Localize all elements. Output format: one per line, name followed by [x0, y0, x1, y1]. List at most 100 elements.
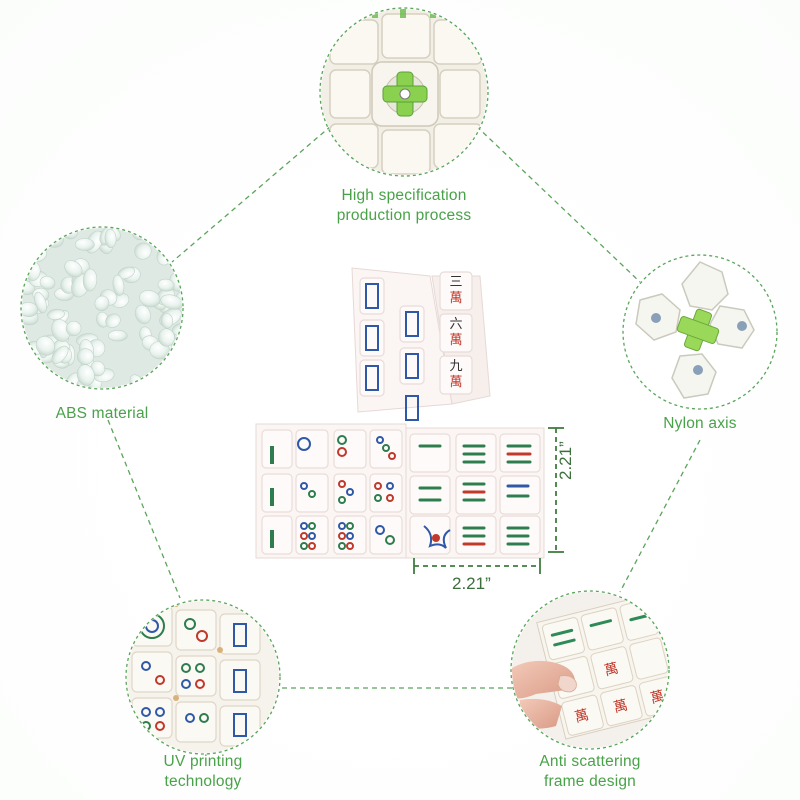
pellet: [51, 345, 69, 364]
pellet: [104, 228, 117, 248]
dot-mark: [346, 542, 354, 550]
abs-pellets-photo: [22, 228, 182, 388]
mahjong-char-5: 九: [449, 359, 462, 374]
tile: [261, 429, 293, 469]
feature-label-frame-line2: frame design: [543, 773, 636, 790]
mahjong-char-1: 三: [449, 275, 462, 290]
uv-printed-cube-photo: [127, 601, 279, 753]
svg-text:萬: 萬: [573, 707, 590, 726]
pellet: [47, 308, 65, 320]
tile: [295, 429, 329, 469]
hand-cube-photo: 萬萬萬 萬: [512, 592, 668, 748]
mahjong-char-2: 萬: [449, 291, 462, 306]
pellet: [112, 274, 125, 296]
pellet: [22, 301, 39, 318]
dot-mark: [375, 525, 385, 535]
pellet: [76, 348, 94, 365]
feature-label-frame-line1: Anti scattering: [539, 753, 641, 770]
dot-mark: [338, 496, 346, 504]
pellet: [64, 260, 83, 278]
feature-label-abs: ABS material: [22, 404, 182, 424]
tile: [409, 475, 451, 515]
pellet: [39, 275, 56, 290]
dot-mark: [300, 522, 308, 530]
tile: [333, 473, 367, 513]
tile: [455, 475, 497, 515]
pellet: [166, 237, 182, 251]
feature-label-uv-line2: technology: [164, 773, 242, 790]
dot-mark: [338, 532, 346, 540]
bamboo-mark: [270, 446, 274, 464]
pellet: [29, 234, 46, 248]
dot-mark: [374, 494, 382, 502]
feature-label-production-line2: production process: [336, 207, 472, 224]
pellet: [105, 313, 121, 328]
dot-mark: [346, 522, 354, 530]
mahjong-cubes-illustration: 三 萬 六 萬 九 萬: [255, 267, 545, 559]
svg-text:萬: 萬: [612, 697, 629, 716]
pellet: [108, 330, 128, 342]
dot-mark: [338, 480, 346, 488]
right-photo-ring: [622, 254, 778, 410]
pellet: [134, 242, 152, 260]
top-rotated-cube: 三 萬 六 萬 九 萬: [351, 267, 491, 421]
dot-mark: [385, 535, 395, 545]
tile: [369, 515, 403, 555]
pellet: [161, 313, 174, 329]
tile: [295, 515, 329, 555]
top-photo-ring: [319, 7, 489, 177]
pellet: [76, 364, 95, 386]
pellet: [30, 228, 47, 247]
feature-label-uv: UV printing technology: [128, 752, 278, 792]
mahjong-char-3: 六: [449, 317, 462, 332]
dot-mark: [374, 482, 382, 490]
dot-mark: [300, 542, 308, 550]
feature-label-nylon: Nylon axis: [640, 414, 760, 434]
bottom-right-photo-ring: [510, 590, 670, 750]
pellet: [65, 320, 82, 337]
bottom-left-cube: [255, 423, 407, 559]
dot-mark: [338, 542, 346, 550]
tile: [409, 433, 451, 473]
svg-text:萬: 萬: [603, 660, 620, 679]
dot-mark: [337, 435, 347, 445]
pellet: [169, 367, 182, 388]
dimension-height-label: 2.21”: [556, 441, 575, 480]
dot-mark: [300, 532, 308, 540]
nylon-axis-photo: [624, 256, 776, 408]
feature-label-production: High specification production process: [314, 186, 494, 226]
pellet: [158, 328, 175, 347]
dot-mark: [346, 488, 354, 496]
bottom-left-photo-ring: [125, 599, 281, 755]
pellet: [134, 304, 151, 325]
pellet: [82, 268, 98, 292]
dot-mark: [308, 532, 316, 540]
tile: [261, 473, 293, 513]
pellet: [157, 278, 175, 292]
tile: [369, 429, 403, 469]
dot-mark: [386, 494, 394, 502]
tile: [261, 515, 293, 555]
pellet: [94, 295, 110, 312]
feature-label-abs-line1: ABS material: [55, 405, 149, 422]
feature-label-frame: Anti scattering frame design: [500, 752, 680, 792]
dot-mark: [308, 490, 316, 498]
dot-mark: [297, 437, 311, 451]
dot-mark: [388, 452, 396, 460]
mahjong-char-6: 萬: [449, 375, 462, 390]
dot-mark: [337, 447, 347, 457]
left-photo-ring: [20, 226, 184, 390]
tile: [369, 473, 403, 513]
pellet: [74, 238, 95, 251]
pellet: [44, 228, 57, 241]
dot-mark: [338, 522, 346, 530]
dot-mark: [382, 444, 390, 452]
dot-mark: [376, 436, 384, 444]
feature-label-production-line1: High specification: [341, 187, 467, 204]
bamboo-mark: [270, 530, 274, 548]
bamboo-mark: [270, 488, 274, 506]
bottom-right-cube: [405, 427, 545, 559]
mahjong-char-4: 萬: [449, 333, 462, 348]
